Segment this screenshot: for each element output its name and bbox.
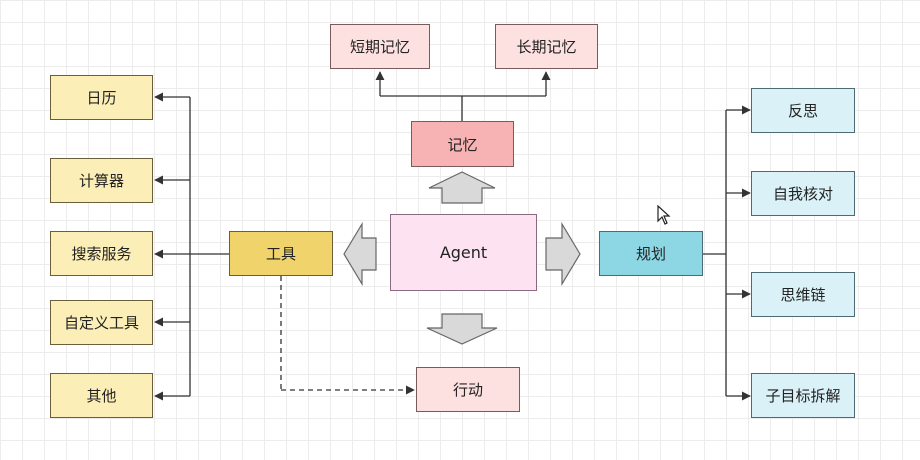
tools-to-action-connector xyxy=(280,276,415,395)
node-planning: 规划 xyxy=(599,231,703,276)
planning-connectors xyxy=(703,105,751,401)
block-arrow-left xyxy=(343,221,377,287)
node-long-term-memory: 长期记忆 xyxy=(495,24,598,69)
block-arrow-right xyxy=(545,221,581,287)
memory-connectors xyxy=(375,71,551,121)
node-memory: 记忆 xyxy=(411,121,514,167)
block-arrow-up xyxy=(428,171,496,204)
node-tool-calendar: 日历 xyxy=(50,75,153,120)
node-tool-calculator: 计算器 xyxy=(50,158,153,203)
node-tool-other: 其他 xyxy=(50,373,153,418)
node-short-term-memory: 短期记忆 xyxy=(330,24,430,69)
mouse-cursor-icon xyxy=(657,205,671,225)
node-plan-chain-of-thought: 思维链 xyxy=(751,272,855,317)
block-arrow-down xyxy=(426,313,498,345)
node-plan-reflection: 反思 xyxy=(751,88,855,133)
node-tool-search-service: 搜索服务 xyxy=(50,231,153,276)
node-tools: 工具 xyxy=(229,231,333,276)
tools-connectors xyxy=(154,92,229,401)
node-tool-custom: 自定义工具 xyxy=(50,300,153,345)
node-agent: Agent xyxy=(390,214,537,291)
node-plan-self-check: 自我核对 xyxy=(751,171,855,216)
node-plan-subgoal-decomposition: 子目标拆解 xyxy=(751,373,855,418)
node-action: 行动 xyxy=(416,367,520,412)
